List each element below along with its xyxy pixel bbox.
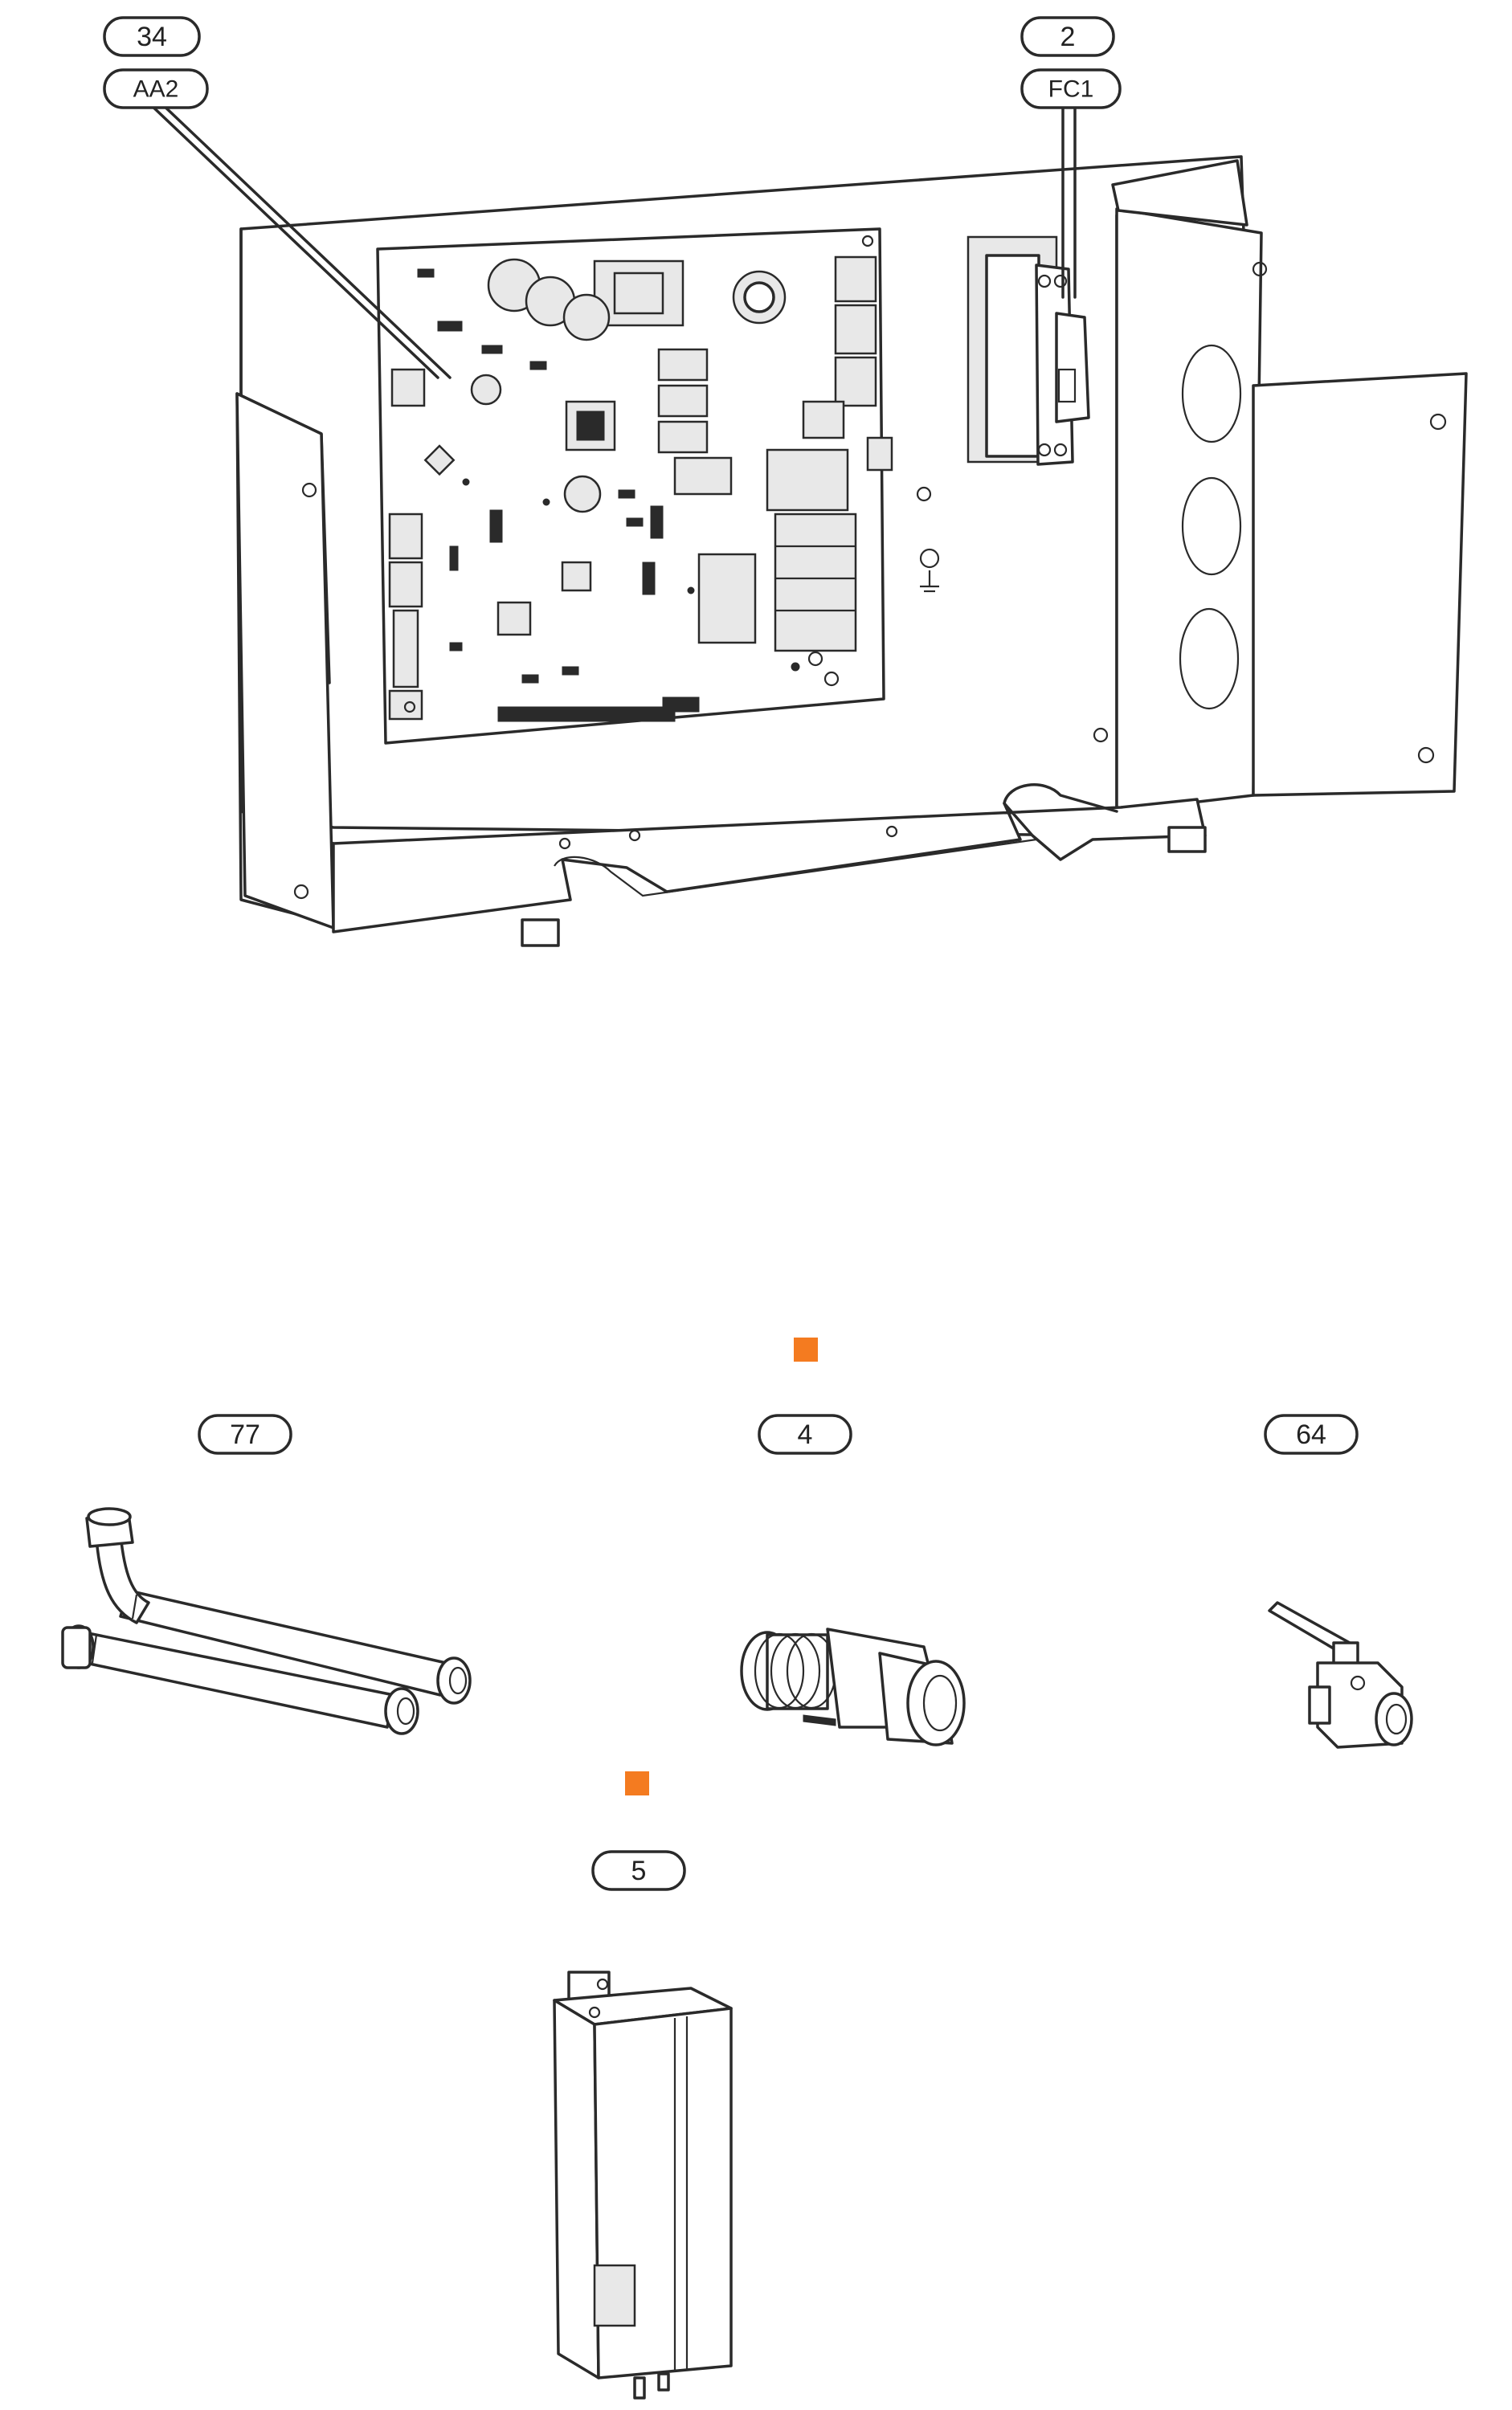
breaker-leader-line — [1061, 104, 1077, 299]
callout-34: 34 — [103, 16, 201, 57]
breaker-part-number: 2 — [1060, 22, 1076, 52]
board-designation: AA2 — [133, 76, 179, 103]
ball-valve — [1268, 1601, 1413, 1749]
callout-77: 77 — [198, 1414, 292, 1455]
breaker-designation: FC1 — [1048, 76, 1094, 103]
heater-part-number: 5 — [631, 1856, 647, 1886]
filter-part-number: 4 — [798, 1419, 813, 1450]
circuit-breaker — [966, 235, 1090, 466]
callout-aa2: AA2 — [103, 68, 209, 109]
orange-square-marker-icon — [625, 1771, 649, 1795]
box-part-number: 34 — [137, 22, 167, 52]
valve-part-number: 64 — [1296, 1419, 1326, 1450]
callout-4: 4 — [758, 1414, 852, 1455]
flexible-hoses — [61, 1507, 472, 1735]
callout-fc1: FC1 — [1020, 68, 1122, 109]
particle-filter — [740, 1628, 966, 1746]
callout-64: 64 — [1264, 1414, 1359, 1455]
hose-part-number: 77 — [230, 1419, 260, 1450]
board-leader-line — [147, 101, 452, 379]
orange-square-marker-icon — [794, 1338, 818, 1362]
ground-symbol-icon — [919, 548, 940, 593]
callout-2: 2 — [1020, 16, 1115, 57]
circuit-board — [376, 227, 932, 745]
immersion-heater — [553, 1971, 733, 2400]
callout-5: 5 — [591, 1850, 686, 1891]
